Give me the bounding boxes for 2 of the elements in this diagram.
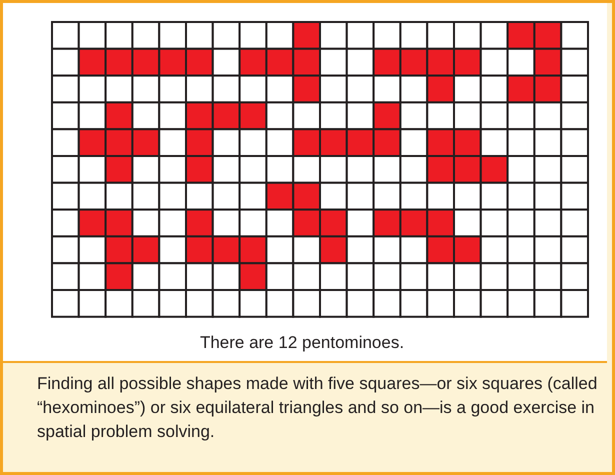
paragraph: Finding all possible shapes made with five squares—or six squares (called “hexominoes”) or six equilateral triangles and so on—is a good exercise in spatial problem solving. (37, 373, 598, 443)
caption: There are 12 pentominoes. (198, 333, 406, 353)
